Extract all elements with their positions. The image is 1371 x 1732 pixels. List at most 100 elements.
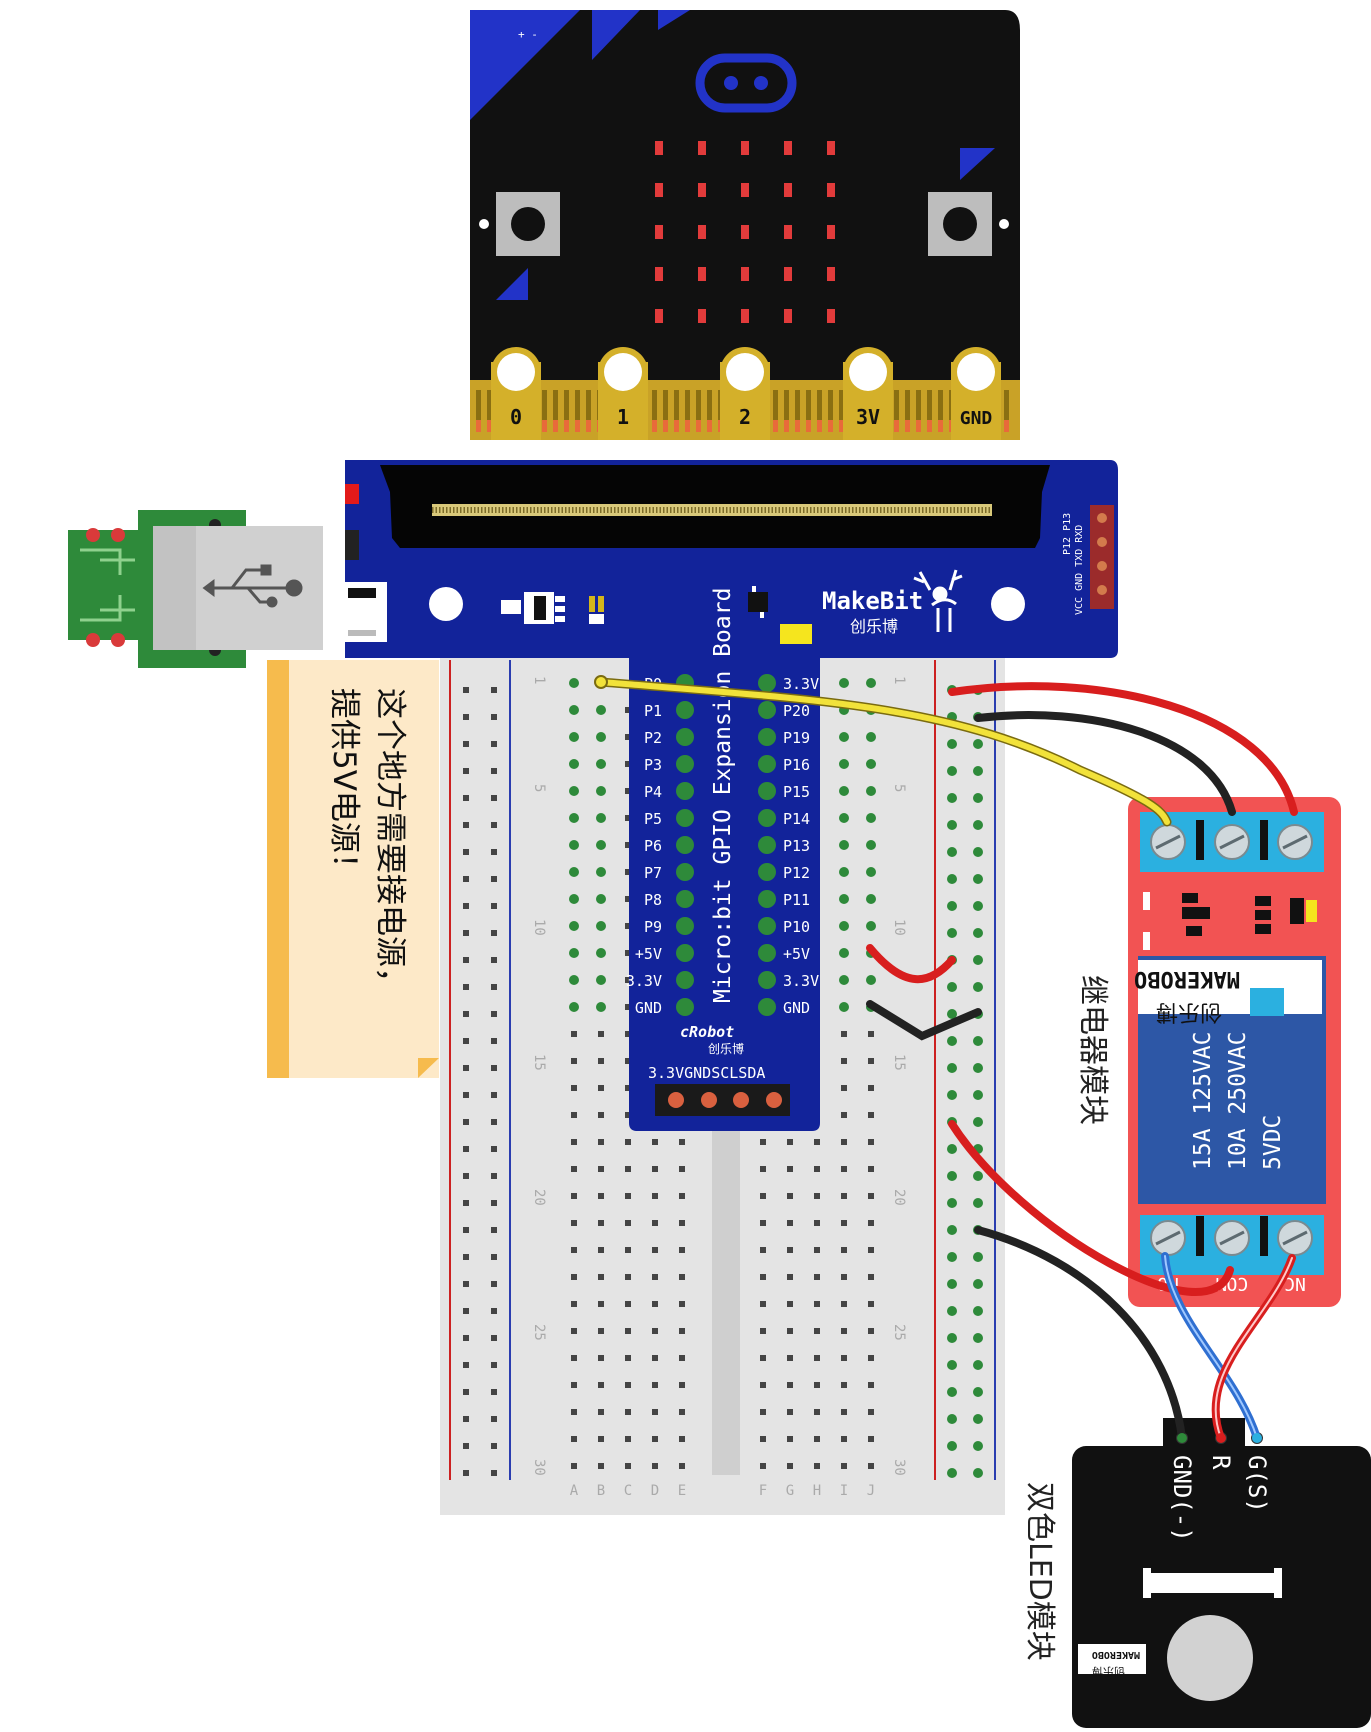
rail-hole[interactable] xyxy=(463,1065,469,1071)
rail-hole[interactable] xyxy=(463,1281,469,1287)
breadboard-hole[interactable] xyxy=(814,1193,820,1199)
breadboard-hole[interactable] xyxy=(787,1193,793,1199)
gpio-pin-left[interactable] xyxy=(676,782,694,800)
breadboard-hole[interactable] xyxy=(814,1463,820,1469)
breadboard-hole[interactable] xyxy=(787,1274,793,1280)
breadboard-hole[interactable] xyxy=(625,1193,631,1199)
breadboard-hole[interactable] xyxy=(868,1193,874,1199)
rail-hole[interactable] xyxy=(463,1443,469,1449)
breadboard-hole[interactable] xyxy=(625,1355,631,1361)
rail-hole[interactable] xyxy=(491,1146,497,1152)
rail-hole[interactable] xyxy=(491,1254,497,1260)
breadboard-hole[interactable] xyxy=(598,1112,604,1118)
breadboard-hole[interactable] xyxy=(814,1301,820,1307)
rail-hole[interactable] xyxy=(491,1092,497,1098)
breadboard-hole[interactable] xyxy=(598,1166,604,1172)
breadboard-hole[interactable] xyxy=(625,1247,631,1253)
breadboard-hole[interactable] xyxy=(625,1166,631,1172)
gpio-pin-right[interactable] xyxy=(758,863,776,881)
breadboard-hole[interactable] xyxy=(814,1139,820,1145)
breadboard-hole[interactable] xyxy=(625,1463,631,1469)
breadboard-hole[interactable] xyxy=(625,707,631,713)
breadboard-hole[interactable] xyxy=(868,1463,874,1469)
breadboard-hole[interactable] xyxy=(841,1328,847,1334)
button-a[interactable] xyxy=(496,192,560,256)
breadboard-hole[interactable] xyxy=(652,1409,658,1415)
breadboard-hole[interactable] xyxy=(652,1355,658,1361)
gpio-pin-right[interactable] xyxy=(758,971,776,989)
breadboard-hole[interactable] xyxy=(868,1058,874,1064)
breadboard-hole[interactable] xyxy=(571,1436,577,1442)
rail-hole[interactable] xyxy=(491,1389,497,1395)
breadboard-hole[interactable] xyxy=(787,1139,793,1145)
breadboard-hole[interactable] xyxy=(652,1463,658,1469)
breadboard-hole[interactable] xyxy=(598,1031,604,1037)
gpio-pin-left[interactable] xyxy=(676,809,694,827)
breadboard-hole[interactable] xyxy=(625,869,631,875)
breadboard-hole[interactable] xyxy=(814,1166,820,1172)
breadboard-hole[interactable] xyxy=(787,1463,793,1469)
breadboard-hole[interactable] xyxy=(679,1247,685,1253)
breadboard-hole[interactable] xyxy=(841,1382,847,1388)
rail-hole[interactable] xyxy=(463,1254,469,1260)
gpio-pin-left[interactable] xyxy=(676,728,694,746)
breadboard-hole[interactable] xyxy=(868,1112,874,1118)
breadboard-hole[interactable] xyxy=(868,1139,874,1145)
gpio-pin-right[interactable] xyxy=(758,917,776,935)
breadboard-hole[interactable] xyxy=(868,1409,874,1415)
breadboard-hole[interactable] xyxy=(760,1436,766,1442)
breadboard-hole[interactable] xyxy=(679,1220,685,1226)
breadboard-hole[interactable] xyxy=(868,1382,874,1388)
breadboard-hole[interactable] xyxy=(571,1274,577,1280)
breadboard-hole[interactable] xyxy=(571,1328,577,1334)
rail-hole[interactable] xyxy=(491,984,497,990)
rail-hole[interactable] xyxy=(491,1335,497,1341)
breadboard-hole[interactable] xyxy=(787,1409,793,1415)
rail-hole[interactable] xyxy=(463,714,469,720)
rail-hole[interactable] xyxy=(463,849,469,855)
breadboard-hole[interactable] xyxy=(841,1463,847,1469)
breadboard-hole[interactable] xyxy=(652,1166,658,1172)
breadboard-hole[interactable] xyxy=(598,1382,604,1388)
breadboard-hole[interactable] xyxy=(787,1328,793,1334)
rail-hole[interactable] xyxy=(491,903,497,909)
usb-connector[interactable] xyxy=(68,510,323,668)
breadboard-hole[interactable] xyxy=(868,1436,874,1442)
breadboard-hole[interactable] xyxy=(868,1220,874,1226)
breadboard-hole[interactable] xyxy=(625,896,631,902)
breadboard-hole[interactable] xyxy=(760,1463,766,1469)
breadboard-hole[interactable] xyxy=(625,1409,631,1415)
breadboard-hole[interactable] xyxy=(571,1139,577,1145)
breadboard-hole[interactable] xyxy=(625,1031,631,1037)
breadboard-hole[interactable] xyxy=(760,1382,766,1388)
breadboard-hole[interactable] xyxy=(652,1436,658,1442)
breadboard-hole[interactable] xyxy=(652,1382,658,1388)
breadboard-hole[interactable] xyxy=(760,1301,766,1307)
breadboard-hole[interactable] xyxy=(652,1247,658,1253)
breadboard-hole[interactable] xyxy=(598,1220,604,1226)
breadboard-hole[interactable] xyxy=(841,1112,847,1118)
breadboard-hole[interactable] xyxy=(571,1193,577,1199)
breadboard-hole[interactable] xyxy=(625,1220,631,1226)
breadboard-hole[interactable] xyxy=(841,1193,847,1199)
breadboard-hole[interactable] xyxy=(760,1409,766,1415)
breadboard-hole[interactable] xyxy=(814,1328,820,1334)
rail-hole[interactable] xyxy=(463,822,469,828)
rail-hole[interactable] xyxy=(491,1200,497,1206)
breadboard-hole[interactable] xyxy=(841,1355,847,1361)
breadboard-hole[interactable] xyxy=(787,1220,793,1226)
breadboard-hole[interactable] xyxy=(814,1220,820,1226)
breadboard-hole[interactable] xyxy=(841,1409,847,1415)
gpio-pin-right[interactable] xyxy=(758,836,776,854)
rail-hole[interactable] xyxy=(463,741,469,747)
breadboard-hole[interactable] xyxy=(598,1409,604,1415)
breadboard-hole[interactable] xyxy=(868,1301,874,1307)
rail-hole[interactable] xyxy=(463,1470,469,1476)
breadboard-hole[interactable] xyxy=(841,1301,847,1307)
breadboard-hole[interactable] xyxy=(868,1031,874,1037)
rail-hole[interactable] xyxy=(463,1011,469,1017)
breadboard-hole[interactable] xyxy=(625,1085,631,1091)
breadboard-hole[interactable] xyxy=(598,1247,604,1253)
breadboard-hole[interactable] xyxy=(679,1409,685,1415)
button-b[interactable] xyxy=(928,192,992,256)
